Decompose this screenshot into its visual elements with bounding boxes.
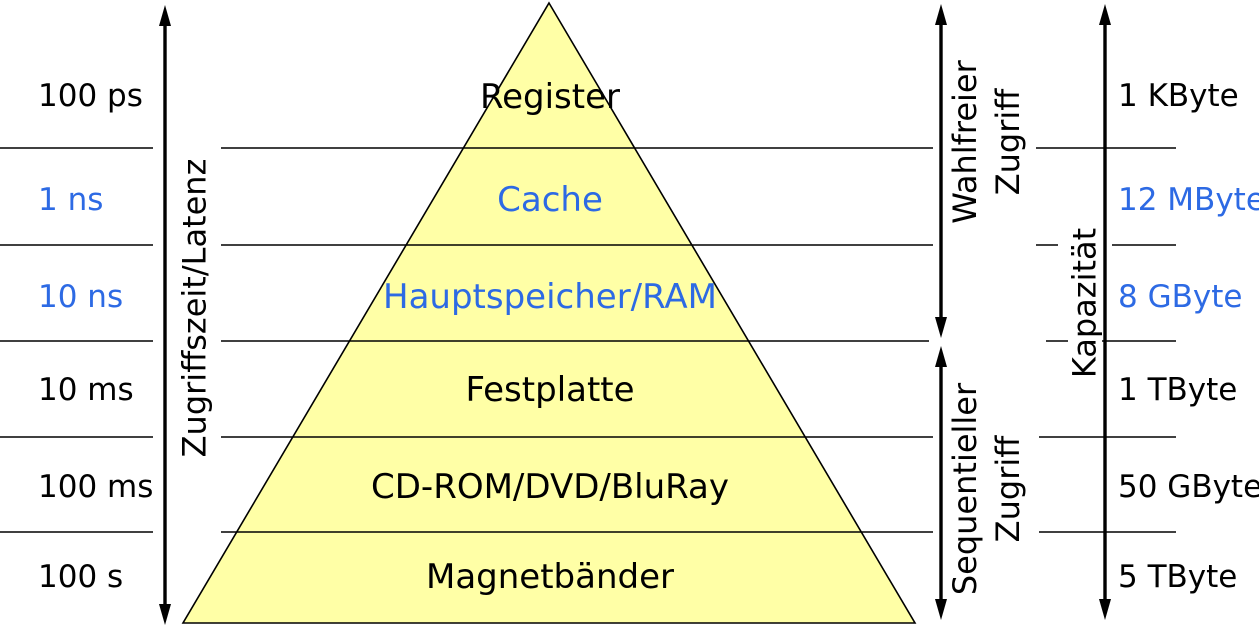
pyramid-level-label: Magnetbänder [426, 557, 674, 597]
arrow-head-up-icon [1099, 4, 1111, 25]
capacity-value: 8 GByte [1118, 279, 1243, 315]
capacity-value: 1 KByte [1118, 78, 1239, 114]
latency-axis-arrow [159, 5, 171, 625]
capacity-value: 12 MByte [1118, 182, 1259, 218]
random-access-arrow [935, 4, 947, 338]
capacity-value: 5 TByte [1118, 559, 1238, 595]
random-access-label-line1: Wahlfreier [946, 60, 984, 224]
sequential-access-arrow [935, 346, 947, 620]
capacity-value: 50 GByte [1118, 469, 1259, 505]
pyramid-level-label: Register [480, 77, 620, 117]
arrow-head-up-icon [935, 4, 947, 25]
arrow-head-down-icon [159, 604, 171, 625]
latency-value: 10 ms [38, 372, 134, 408]
latency-value: 100 ms [38, 469, 154, 505]
pyramid-level-label: Hauptspeicher/RAM [383, 277, 717, 317]
sequential-access-label: Sequentieller Zugriff [944, 383, 1030, 595]
arrow-head-down-icon [1099, 599, 1111, 620]
capacity-axis-arrow [1099, 4, 1111, 620]
latency-value: 100 ps [38, 78, 143, 114]
latency-axis-label: Zugriffszeit/Latenz [175, 158, 214, 458]
arrow-head-up-icon [935, 346, 947, 367]
sequential-access-label-line1: Sequentieller [946, 382, 984, 596]
pyramid-level-label: CD-ROM/DVD/BluRay [371, 467, 729, 507]
arrow-head-up-icon [159, 5, 171, 26]
arrow-head-down-icon [935, 317, 947, 338]
arrow-head-down-icon [935, 599, 947, 620]
capacity-axis-label: Kapazität [1065, 227, 1104, 379]
capacity-value: 1 TByte [1118, 372, 1238, 408]
random-access-label-line2: Zugriff [989, 88, 1027, 196]
random-access-label: Wahlfreier Zugriff [944, 60, 1030, 224]
latency-value: 100 s [38, 559, 124, 595]
sequential-access-label-line2: Zugriff [989, 435, 1027, 543]
pyramid [181, 1, 917, 624]
latency-value: 10 ns [38, 279, 124, 315]
latency-value: 1 ns [38, 182, 104, 218]
separator-lines [0, 147, 1176, 533]
pyramid-level-label: Festplatte [465, 370, 635, 410]
pyramid-level-label: Cache [497, 180, 603, 220]
